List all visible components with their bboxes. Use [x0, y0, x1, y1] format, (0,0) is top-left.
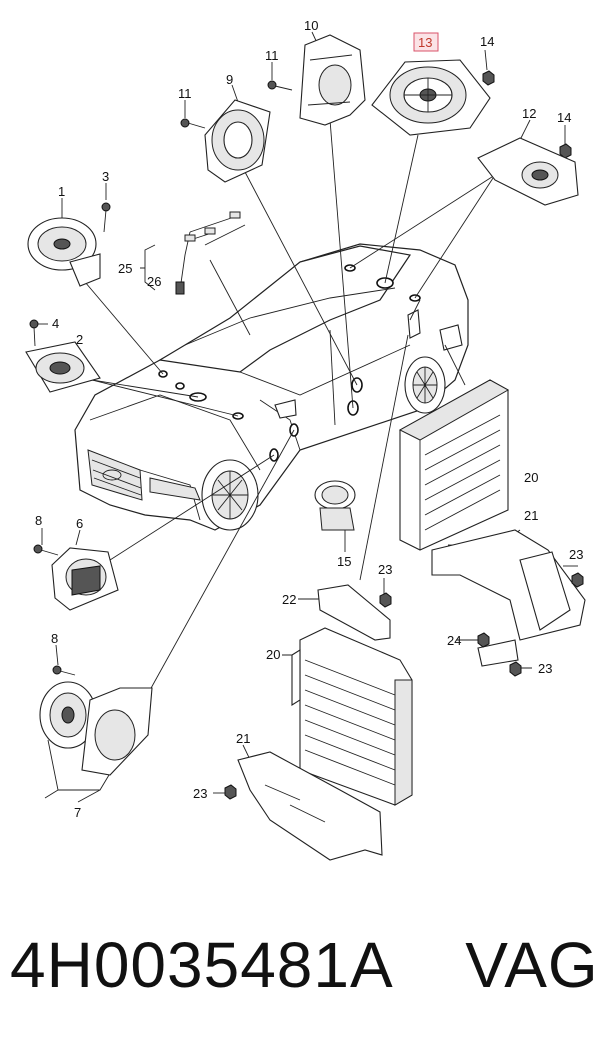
- callout-20: 20: [524, 470, 538, 485]
- callout-26: 26: [147, 274, 161, 289]
- part-20-amplifier-lower: [291, 627, 413, 806]
- part-25-26-harness: [175, 211, 246, 295]
- callout-15: 15: [337, 554, 351, 569]
- car-illustration: [74, 243, 469, 531]
- part-24-nut: [477, 632, 490, 648]
- part-7-speaker-assembly: [39, 681, 153, 776]
- callout-11: 11: [178, 86, 192, 101]
- part-14-nuts: [482, 70, 572, 159]
- callout-20: 20: [266, 647, 280, 662]
- part-11-screws: [180, 80, 293, 129]
- part-21-bracket-upper: [431, 529, 586, 667]
- callout-21: 21: [524, 508, 538, 523]
- callout-23: 23: [378, 562, 392, 577]
- callout-13-highlight: [413, 32, 439, 52]
- callout-labels: 1 3 4 2 25 26 9 11 11 10 13 14 12 14 8 6…: [35, 18, 583, 820]
- callout-2: 2: [76, 332, 83, 347]
- callout-13: 13: [418, 35, 432, 50]
- callout-12: 12: [522, 106, 536, 121]
- callout-14: 14: [557, 110, 571, 125]
- parts-diagram: 1 3 4 2 25 26 9 11 11 10 13 14 12 14 8 6…: [25, 18, 586, 861]
- part-8-screws: [33, 544, 76, 676]
- callout-3: 3: [102, 169, 109, 184]
- callout-22: 22: [282, 592, 296, 607]
- part-23-nuts: [224, 572, 584, 800]
- leader-lines: [38, 31, 578, 803]
- part-10-bracket: [299, 34, 366, 126]
- callout-9: 9: [226, 72, 233, 87]
- part-1-speaker: [27, 217, 101, 287]
- callout-8: 8: [35, 513, 42, 528]
- part-22-bracket: [317, 584, 391, 641]
- part-13-subwoofer: [371, 59, 491, 136]
- part-12-speaker-plate: [477, 137, 579, 206]
- callout-10: 10: [304, 18, 318, 33]
- callout-4: 4: [52, 316, 59, 331]
- callout-21: 21: [236, 731, 250, 746]
- callout-23: 23: [193, 786, 207, 801]
- callout-23: 23: [569, 547, 583, 562]
- part-15-speaker-ring: [314, 480, 356, 531]
- part-number-label: 4H0035481A VAG: [10, 929, 599, 1001]
- callout-23: 23: [538, 661, 552, 676]
- callout-24: 24: [447, 633, 461, 648]
- callout-8: 8: [51, 631, 58, 646]
- part-9-speaker: [204, 99, 271, 183]
- callout-1: 1: [58, 184, 65, 199]
- callout-14: 14: [480, 34, 494, 49]
- part-2-tweeter: [25, 341, 101, 393]
- part-4-screw: [29, 319, 39, 347]
- part-21-bracket-lower: [237, 751, 383, 861]
- part-20-amplifier-upper: [398, 379, 510, 551]
- callout-25: 25: [118, 261, 132, 276]
- callout-7: 7: [74, 805, 81, 820]
- part-6-speaker-housing: [51, 547, 119, 611]
- part-3-screw: [101, 202, 111, 233]
- callout-11: 11: [265, 48, 279, 63]
- callout-6: 6: [76, 516, 83, 531]
